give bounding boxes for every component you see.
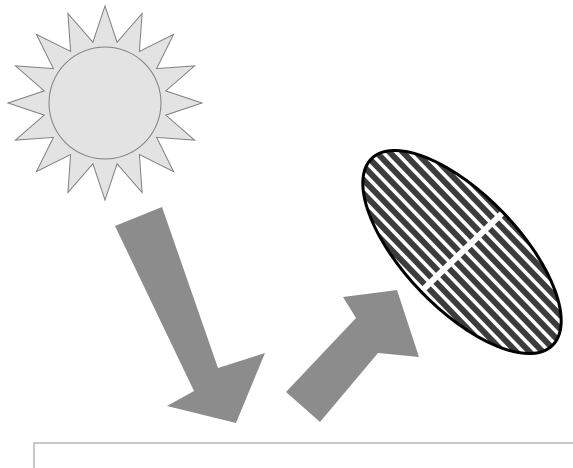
- ground-surface: [34, 443, 573, 468]
- incoming-light-arrow: [115, 207, 265, 423]
- sun-icon: [8, 6, 202, 200]
- sun-disk: [49, 47, 161, 159]
- reflected-light-arrow: [286, 290, 419, 422]
